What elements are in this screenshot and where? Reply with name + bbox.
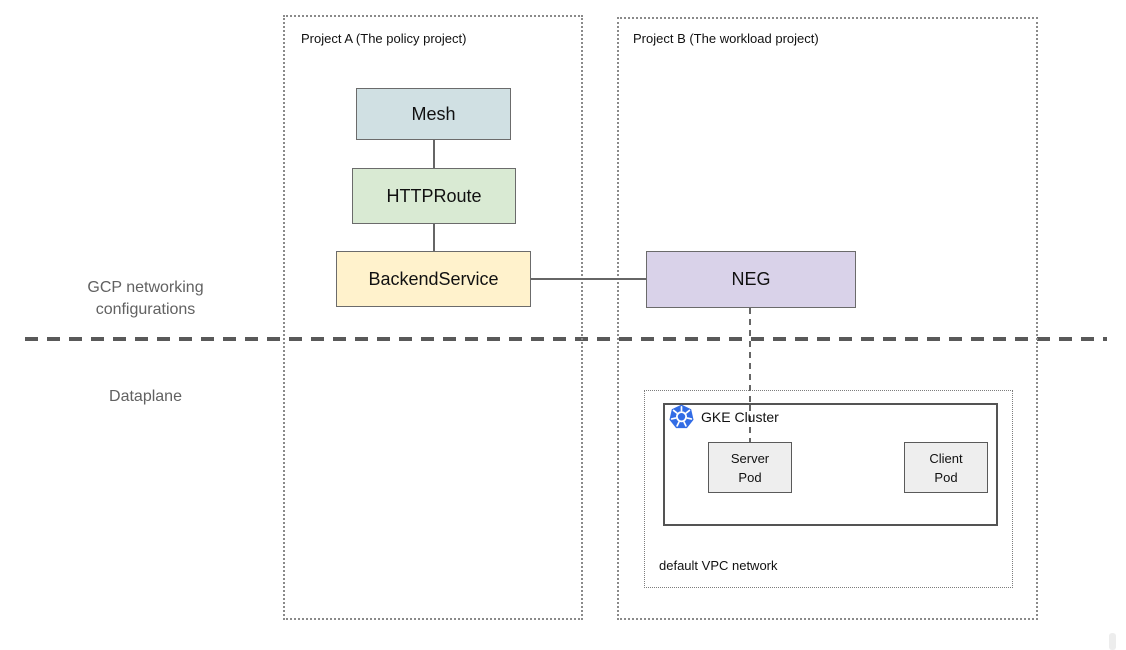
server-pod-label: Server Pod	[730, 450, 770, 485]
project-b-label: Project B (The workload project)	[633, 31, 819, 46]
lane-label-gcp-networking: GCP networking configurations	[87, 279, 204, 318]
project-a-label: Project A (The policy project)	[301, 31, 467, 46]
mesh-node-label: Mesh	[411, 103, 456, 124]
backendservice-to-neg-connector	[531, 278, 646, 280]
scrollbar-thumb[interactable]	[1109, 633, 1116, 650]
vpc-network-label: default VPC network	[659, 558, 778, 573]
neg-to-serverpod-dashed-connector	[749, 308, 751, 442]
mesh-to-httproute-connector	[433, 140, 435, 168]
server-pod-node: Server Pod	[708, 442, 792, 493]
neg-to-serverpod-dashed-connector-inner	[749, 405, 751, 442]
client-pod-node: Client Pod	[904, 442, 988, 493]
gke-cluster-header: GKE Cluster	[668, 403, 779, 430]
client-pod-label: Client Pod	[929, 450, 963, 485]
neg-node: NEG	[646, 251, 856, 308]
backendservice-node-label: BackendService	[368, 268, 499, 289]
gke-cluster-label: GKE Cluster	[701, 408, 779, 425]
project-a-region	[283, 15, 583, 620]
kubernetes-icon	[669, 404, 694, 429]
mesh-node: Mesh	[356, 88, 511, 140]
backendservice-node: BackendService	[336, 251, 531, 307]
httproute-node-label: HTTPRoute	[386, 185, 482, 206]
plane-separator-dashed-line	[25, 337, 1107, 341]
neg-node-label: NEG	[731, 269, 771, 289]
httproute-node: HTTPRoute	[352, 168, 516, 224]
lane-label-dataplane: Dataplane	[109, 388, 182, 405]
vpc-network-region	[644, 390, 1013, 588]
httproute-to-backendservice-connector	[433, 224, 435, 252]
project-b-region	[617, 17, 1038, 620]
